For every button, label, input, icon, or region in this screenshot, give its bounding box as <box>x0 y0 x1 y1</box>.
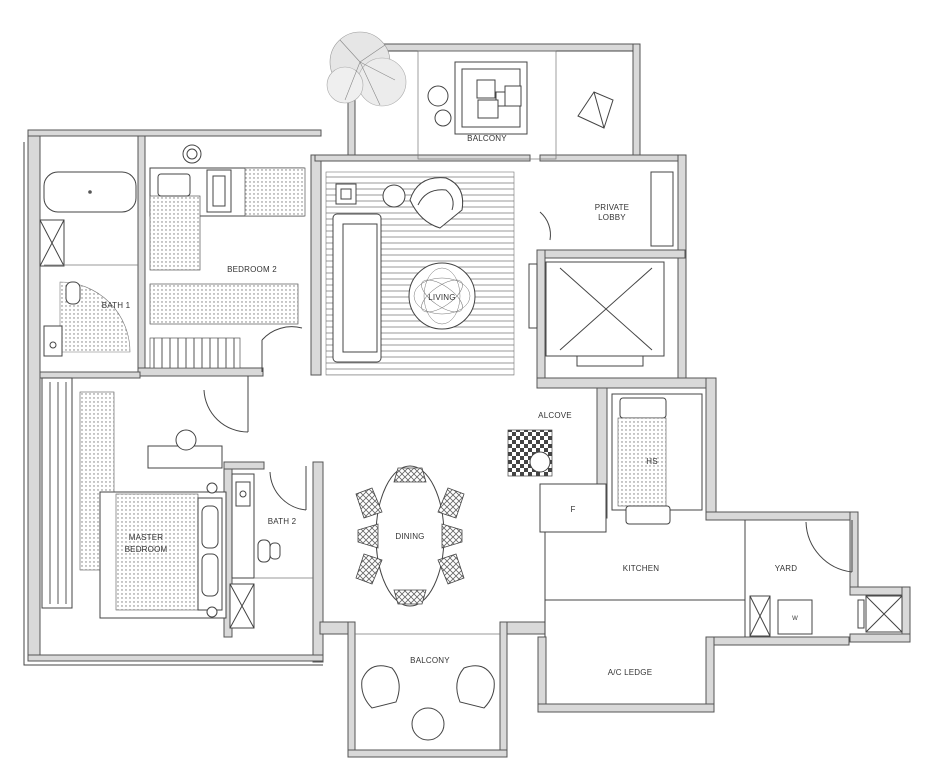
label-fridge: F <box>570 505 575 514</box>
label-bath2: BATH 2 <box>268 517 297 526</box>
bottom-balcony <box>355 633 500 741</box>
lounge-chair-icon <box>361 665 495 709</box>
label-alcove: ALCOVE <box>538 411 572 420</box>
walls <box>27 43 911 758</box>
outline-lines <box>23 50 746 666</box>
label-hs: HS <box>646 457 658 466</box>
top-balcony <box>326 31 614 160</box>
lobby-lift <box>528 171 674 367</box>
label-living: LIVING <box>428 293 455 302</box>
label-balcony-bottom: BALCONY <box>410 656 450 665</box>
label-balcony-top: BALCONY <box>467 134 507 143</box>
living <box>325 171 551 376</box>
label-kitchen: KITCHEN <box>623 564 660 573</box>
alcove-area <box>507 393 703 533</box>
dining <box>355 465 465 607</box>
label-dining: DINING <box>395 532 424 541</box>
tree-icon <box>326 31 407 107</box>
label-bedroom2: BEDROOM 2 <box>227 265 277 274</box>
label-bath1: BATH 1 <box>102 301 131 310</box>
armchair-icon <box>409 177 464 229</box>
label-washer: W <box>792 616 798 622</box>
kitchen-yard <box>749 520 903 637</box>
bath1 <box>39 171 138 357</box>
label-yard: YARD <box>775 564 797 573</box>
bath2 <box>229 466 313 629</box>
bedroom2 <box>149 144 306 372</box>
master-bedroom <box>41 376 249 619</box>
label-ac-ledge: A/C LEDGE <box>608 668 652 677</box>
